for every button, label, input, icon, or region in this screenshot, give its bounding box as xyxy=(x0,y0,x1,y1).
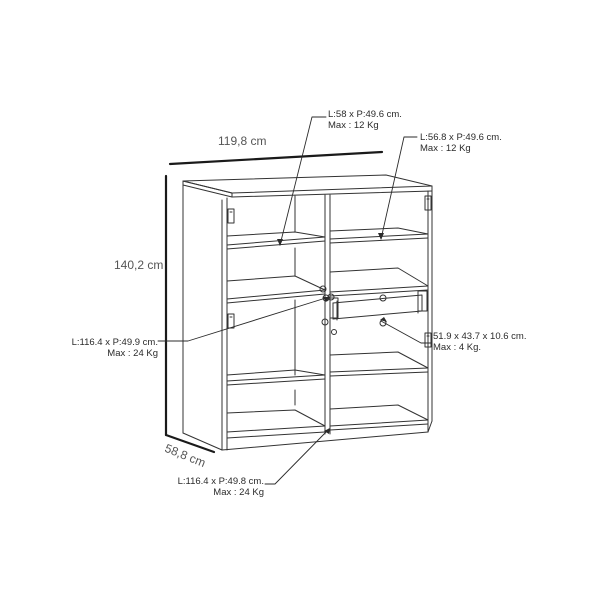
callout-size: L:56.8 x P:49.6 cm. xyxy=(420,132,502,143)
callout-size: L:116.4 x P:49.9 cm. xyxy=(71,337,158,348)
callout-top-left-shelf: L:58 x P:49.6 cm. Max : 12 Kg xyxy=(328,109,402,131)
hinges xyxy=(227,195,432,348)
depth-dimension-line xyxy=(164,433,216,454)
right-shelves xyxy=(329,227,429,431)
width-dimension-line xyxy=(168,150,384,166)
height-dimension-label: 140,2 cm xyxy=(114,258,164,272)
callout-max-load: Max : 24 Kg xyxy=(107,348,158,359)
callout-max-load: Max : 12 Kg xyxy=(420,143,471,154)
callout-size: 51.9 x 43.7 x 10.6 cm. xyxy=(433,331,527,342)
center-divider xyxy=(294,194,331,435)
width-dimension-label: 119,8 cm xyxy=(218,134,267,148)
callout-max-load: Max : 12 Kg xyxy=(328,120,379,131)
callout-drawer: 51.9 x 43.7 x 10.6 cm. Max : 4 Kg. xyxy=(433,331,526,353)
callout-middle-shelf: L:116.4 x P:49.9 cm. Max : 24 Kg xyxy=(72,337,158,359)
callout-max-load: Max : 24 Kg xyxy=(213,487,264,498)
callout-arrowheads xyxy=(277,233,387,434)
callout-leaders xyxy=(157,116,432,485)
callout-size: L:58 x P:49.6 cm. xyxy=(328,109,402,120)
callout-max-load: Max : 4 Kg. xyxy=(433,342,482,353)
cabinet-body xyxy=(182,174,433,451)
left-shelves xyxy=(226,231,326,439)
callout-bottom-shelf: L:116.4 x P:49.8 cm. Max : 24 Kg xyxy=(178,476,264,498)
drawer xyxy=(329,290,428,321)
callout-size: L:116.4 x P:49.8 cm. xyxy=(177,476,264,487)
callout-top-right-shelf: L:56.8 x P:49.6 cm. Max : 12 Kg xyxy=(420,132,502,154)
